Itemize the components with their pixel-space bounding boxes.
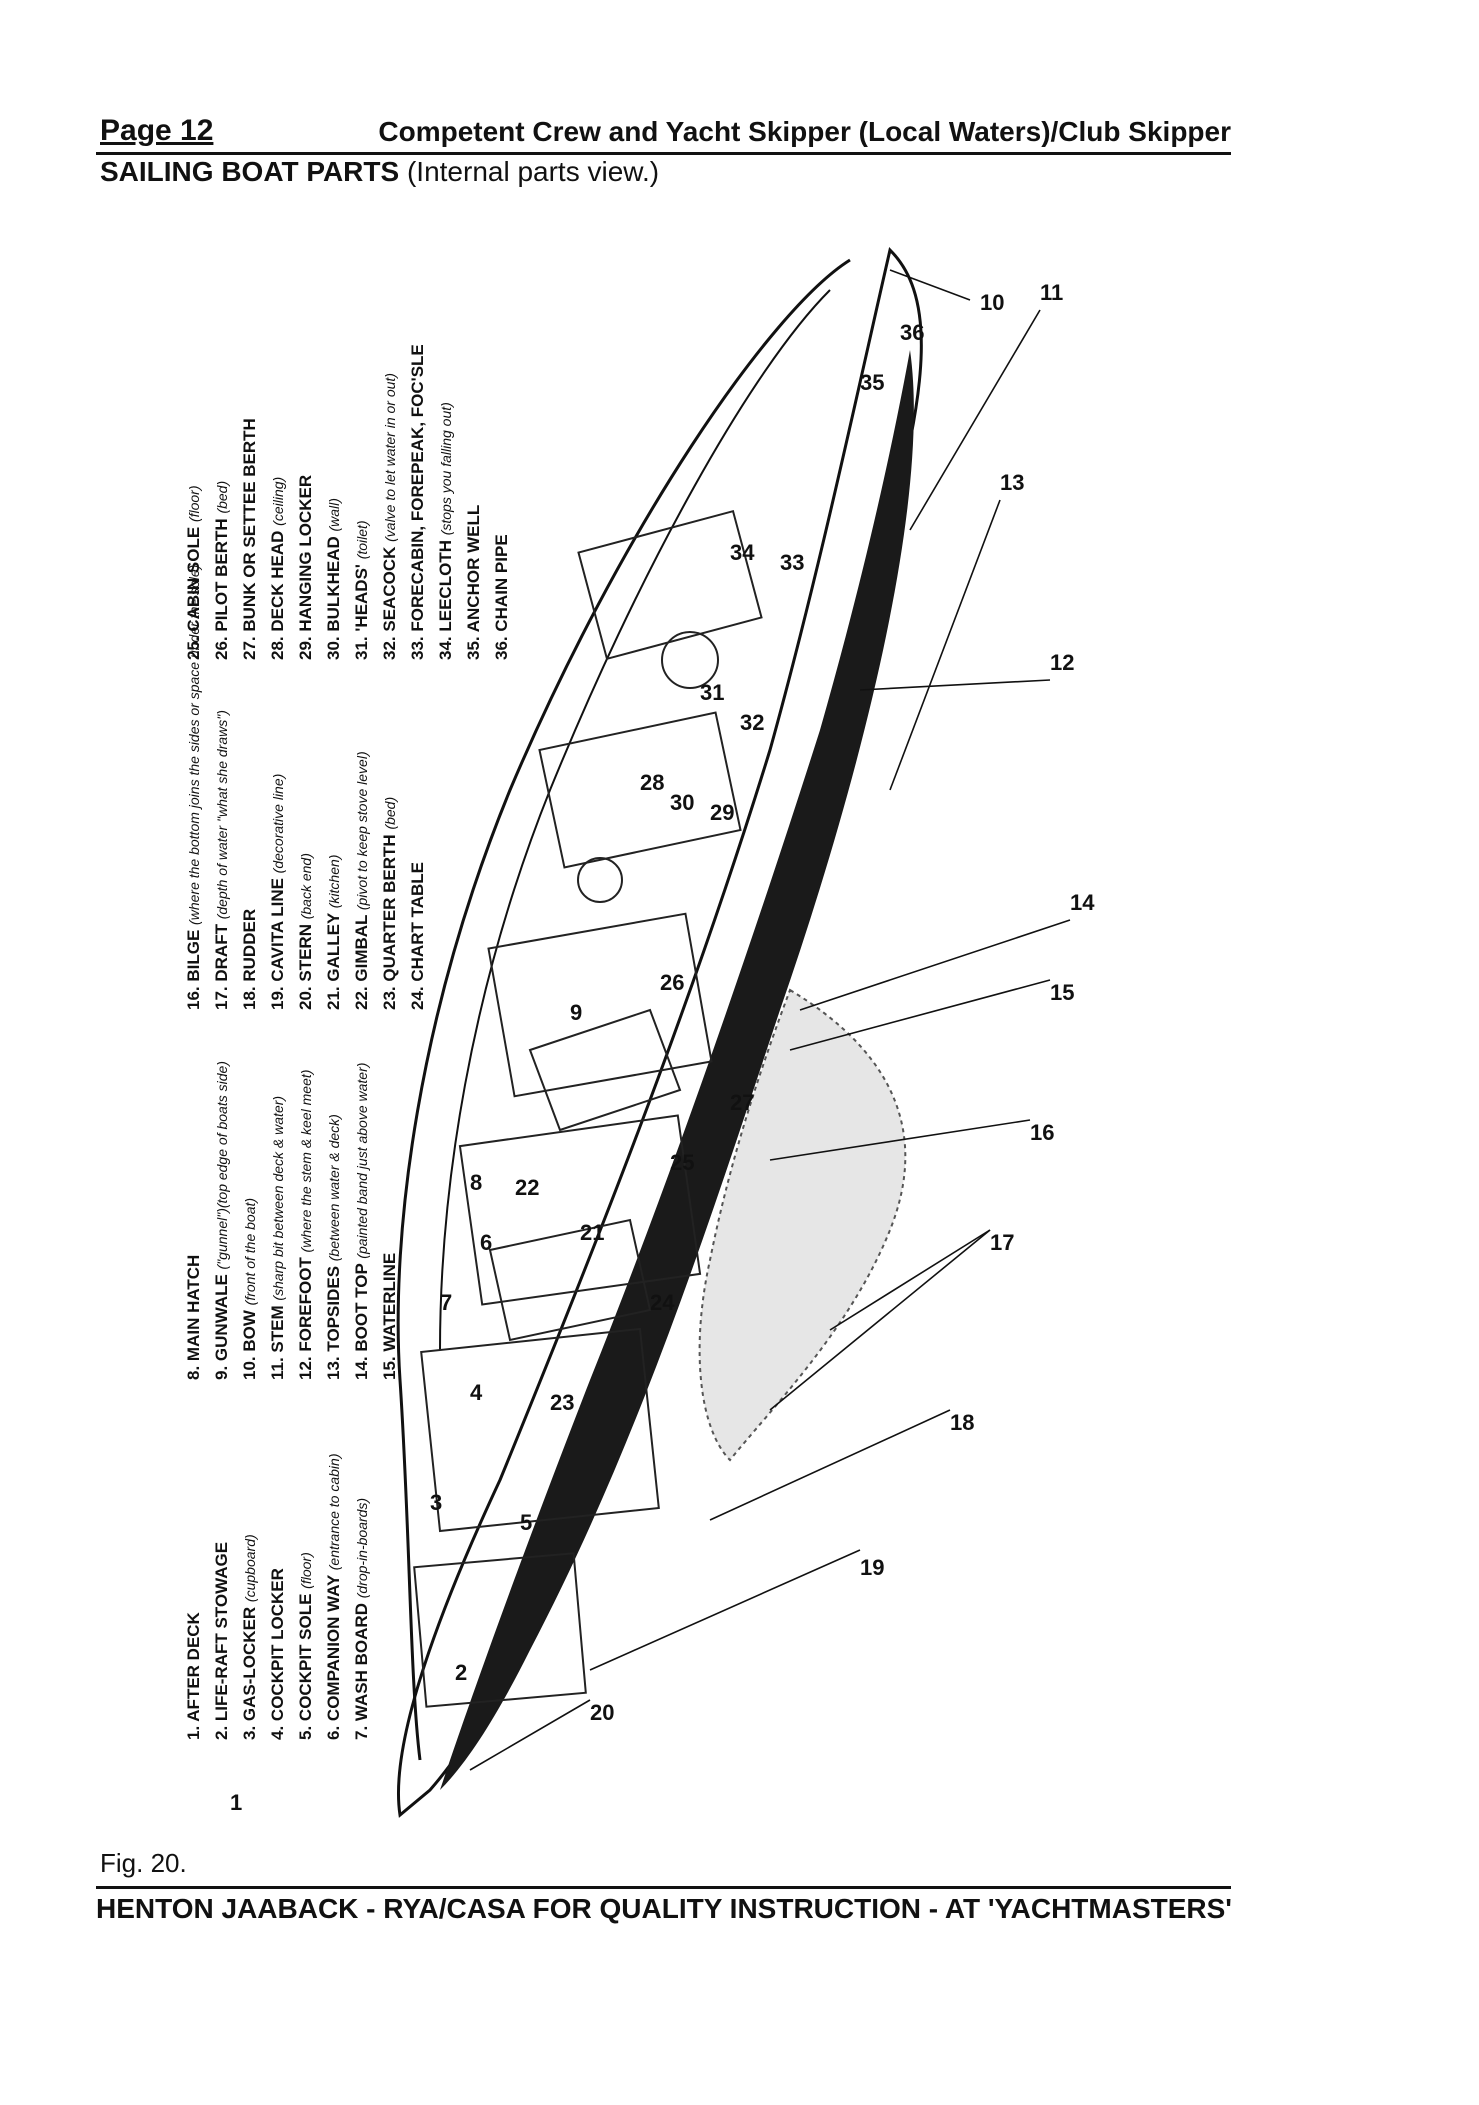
legend-item: 9. GUNWALE ("gunnel")(top edge of boats …	[212, 1061, 231, 1380]
legend-column-4: 25. CABIN SOLE (floor) 26. PILOT BERTH (…	[180, 344, 516, 660]
callout-25: 25	[670, 1150, 694, 1175]
callout-15: 15	[1050, 980, 1074, 1005]
callout-3: 3	[430, 1490, 442, 1515]
callout-11: 11	[1040, 280, 1063, 305]
deck-outline	[396, 258, 851, 1761]
legend-item: 25. CABIN SOLE (floor)	[184, 485, 203, 660]
callout-5: 5	[520, 1510, 532, 1535]
callout-35: 35	[860, 370, 884, 395]
legend-column-1: 1. AFTER DECK 2. LIFE-RAFT STOWAGE 3. GA…	[180, 1454, 376, 1740]
legend-item: 4. COCKPIT LOCKER	[268, 1568, 287, 1740]
legend-item: 13. TOPSIDES (between water & deck)	[324, 1114, 343, 1380]
legend-column-2: 8. MAIN HATCH 9. GUNWALE ("gunnel")(top …	[180, 1061, 404, 1380]
callout-6: 6	[480, 1230, 492, 1255]
section-heading: SAILING BOAT PARTS (Internal parts view.…	[100, 156, 659, 188]
legend-item: 10. BOW (front of the boat)	[240, 1197, 259, 1380]
page-footer: HENTON JAABACK - RYA/CASA FOR QUALITY IN…	[96, 1886, 1232, 1925]
legend-item: 15. WATERLINE	[380, 1252, 399, 1380]
callout-29: 29	[710, 800, 734, 825]
callout-18: 18	[950, 1410, 974, 1435]
callout-24: 24	[650, 1290, 675, 1315]
legend-item: 14. BOOT TOP (painted band just above wa…	[352, 1062, 371, 1380]
section-subtitle: (Internal parts view.)	[406, 156, 660, 187]
parts-legend: 1. AFTER DECK 2. LIFE-RAFT STOWAGE 3. GA…	[180, 344, 740, 1740]
callout-22: 22	[515, 1175, 539, 1200]
callout-1: 1	[230, 1790, 242, 1815]
legend-item: 28. DECK HEAD (ceiling)	[268, 476, 287, 660]
callout-33: 33	[780, 550, 804, 575]
callout-26: 26	[660, 970, 684, 995]
legend-item: 6. COMPANION WAY (entrance to cabin)	[324, 1453, 343, 1740]
legend-item: 33. FORECABIN, FOREPEAK, FOC'SLE	[408, 344, 427, 660]
legend-item: 29. HANGING LOCKER	[296, 474, 315, 660]
callout-9: 9	[570, 1000, 582, 1025]
legend-item: 2. LIFE-RAFT STOWAGE	[212, 1541, 231, 1740]
section-title: SAILING BOAT PARTS	[100, 156, 400, 187]
legend-item: 8. MAIN HATCH	[184, 1254, 203, 1380]
callout-10: 10	[980, 290, 1004, 315]
keel-area	[698, 988, 907, 1462]
yacht-cutaway-illustration: 1 2 3 4 5 6 7 8 9 10 11 12 13 14 15 16 1…	[230, 247, 1095, 1818]
cabin-edge	[439, 289, 831, 1351]
legend-item: 30. BULKHEAD (wall)	[324, 498, 343, 660]
callout-19: 19	[860, 1555, 884, 1580]
callout-16: 16	[1030, 1120, 1054, 1145]
callout-28: 28	[640, 770, 664, 795]
legend-item: 7. WASH BOARD (drop-in-boards)	[352, 1497, 371, 1740]
leader-lines	[469, 269, 1071, 1771]
callout-30: 30	[670, 790, 694, 815]
callout-numbers: 1 2 3 4 5 6 7 8 9 10 11 12 13 14 15 16 1…	[230, 280, 1095, 1815]
legend-item: 3. GAS-LOCKER (cupboard)	[240, 1534, 259, 1740]
legend-item: 1. AFTER DECK	[184, 1612, 203, 1740]
callout-23: 23	[550, 1390, 574, 1415]
legend-item: 31. 'HEADS' (toilet)	[352, 520, 371, 660]
callout-7: 7	[440, 1290, 452, 1315]
figure-caption: Fig. 20.	[100, 1848, 187, 1878]
legend-item: 26. PILOT BERTH (bed)	[212, 480, 231, 660]
legend-item: 35. ANCHOR WELL	[464, 504, 483, 660]
callout-12: 12	[1050, 650, 1074, 675]
callout-2: 2	[455, 1660, 467, 1685]
page-number: Page 12	[100, 114, 214, 147]
callout-34: 34	[730, 540, 755, 565]
callout-31: 31	[700, 680, 724, 705]
legend-item: 12. FOREFOOT (where the stem & keel meet…	[296, 1069, 315, 1380]
legend-item: 32. SEACOCK (valve to let water in or ou…	[380, 373, 399, 660]
callout-4: 4	[470, 1380, 483, 1405]
callout-21: 21	[580, 1220, 604, 1245]
page-header: Page 12 Competent Crew and Yacht Skipper…	[96, 112, 1231, 155]
legend-item: 36. CHAIN PIPE	[492, 534, 511, 660]
legend-item: 11. STEM (sharp bit between deck & water…	[268, 1095, 287, 1380]
callout-17: 17	[990, 1230, 1014, 1255]
callout-8: 8	[470, 1170, 482, 1195]
callout-20: 20	[590, 1700, 614, 1725]
callout-36: 36	[900, 320, 924, 345]
legend-item: 34. LEECLOTH (stops you falling out)	[436, 402, 455, 660]
legend-item: 27. BUNK OR SETTEE BERTH	[240, 418, 259, 660]
callout-32: 32	[740, 710, 764, 735]
callout-13: 13	[1000, 470, 1024, 495]
interior-details	[413, 509, 763, 1708]
legend-item: 5. COCKPIT SOLE (floor)	[296, 1552, 315, 1740]
course-title: Competent Crew and Yacht Skipper (Local …	[378, 116, 1231, 147]
callout-14: 14	[1070, 890, 1095, 915]
callout-27: 27	[730, 1090, 754, 1115]
